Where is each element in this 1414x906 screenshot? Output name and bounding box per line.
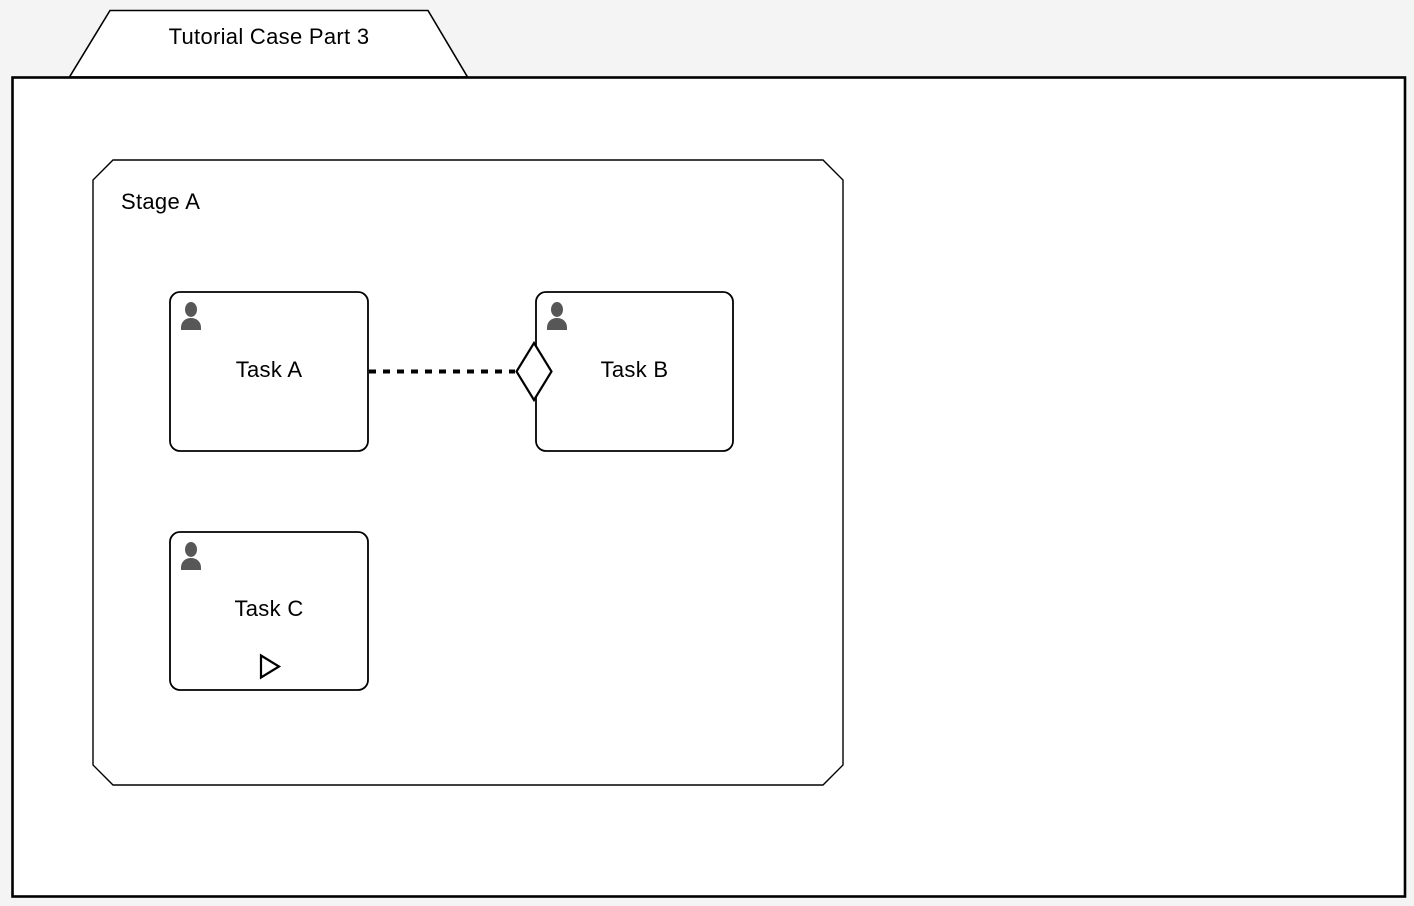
stage-shape[interactable] [92,159,844,786]
diamond-sentry-icon[interactable] [515,340,553,403]
play-triangle-icon [259,653,282,680]
stage-label: Stage A [121,189,201,214]
task-a-shape[interactable] [169,291,369,452]
case-title-label: Tutorial Case Part 3 [168,24,370,49]
task-c-shape[interactable] [169,531,369,691]
task-b-label: Task B [600,357,669,382]
task-c-label: Task C [234,596,304,621]
task-a-label: Task A [235,357,303,382]
